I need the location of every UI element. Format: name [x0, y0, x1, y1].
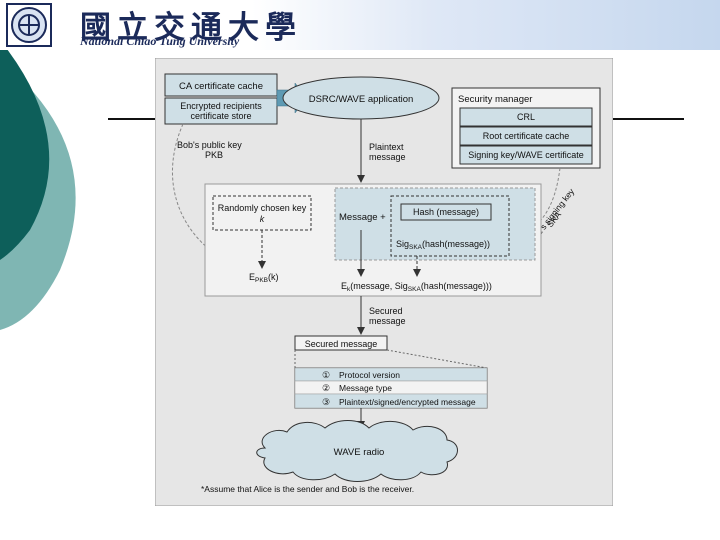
crl-box [459, 107, 593, 127]
payload-label: Plaintext/signed/encrypted message [339, 397, 476, 407]
message-plus-label: Message + [339, 212, 386, 223]
university-logo-icon [6, 3, 52, 47]
secured-label-1: Secured [369, 306, 403, 316]
root-cache-box [459, 126, 593, 146]
secured-message-box-label: Secured message [305, 339, 378, 349]
secured-message-box [294, 335, 388, 351]
wave-radio-cloud [256, 420, 458, 482]
plaintext-label-1: Plaintext [369, 142, 404, 152]
hash-signature-box [390, 195, 510, 257]
encrypted-message-text: Ek(message, SigSKA(hash(message))) [341, 281, 492, 293]
random-key-label-1: Randomly chosen key [218, 203, 307, 213]
dsrc-wave-app-label: DSRC/WAVE application [309, 94, 414, 105]
header-band [0, 0, 720, 50]
hash-message-box [400, 203, 492, 221]
root-cache-label: Root certificate cache [483, 131, 570, 141]
ca-cert-cache-label: CA certificate cache [179, 81, 263, 92]
hash-message-label: Hash (message) [413, 207, 479, 217]
diagram-canvas: CA certificate cache Encrypted recipient… [154, 57, 614, 507]
message-type-label: Message type [339, 383, 392, 393]
encrypted-store-label-2: certificate store [190, 111, 251, 121]
bob-key-label-2: PKB [205, 150, 223, 160]
payload-num: ③ [322, 397, 330, 407]
university-name-chinese: 國立交通大學 [80, 10, 302, 46]
teal-arc-dark [0, 40, 50, 260]
message-type-num: ② [322, 383, 330, 393]
security-manager-title: Security manager [458, 94, 532, 105]
bob-public-key-arrow [171, 123, 248, 273]
expand-line-right [386, 349, 488, 369]
bob-key-label-1: Bob's public key [177, 140, 242, 150]
signature-text: SigSKA(hash(message)) [396, 239, 490, 251]
random-key-label-2: k [260, 214, 265, 224]
protocol-version-num: ① [322, 370, 330, 380]
message-region [334, 187, 536, 261]
university-name-english: National Chiao Tung University [80, 34, 240, 48]
protocol-version-label: Protocol version [339, 370, 400, 380]
footnote: *Assume that Alice is the sender and Bob… [201, 484, 414, 494]
encrypted-store-label-1: Encrypted recipients [180, 101, 262, 111]
wave-security-diagram: CA certificate cache Encrypted recipient… [154, 57, 614, 507]
signing-cert-label: Signing key/WAVE certificate [468, 150, 584, 160]
payload-row [294, 393, 488, 409]
wave-radio-label: WAVE radio [334, 447, 385, 458]
ca-cert-cache-box [164, 73, 278, 97]
encrypted-store-box [164, 97, 278, 125]
secured-label-2: message [369, 316, 406, 326]
random-key-box [212, 195, 312, 231]
crl-label: CRL [517, 112, 535, 122]
signing-cert-box [459, 145, 593, 165]
plaintext-label-2: message [369, 152, 406, 162]
encrypted-key-text: EPKB(k) [249, 272, 279, 284]
